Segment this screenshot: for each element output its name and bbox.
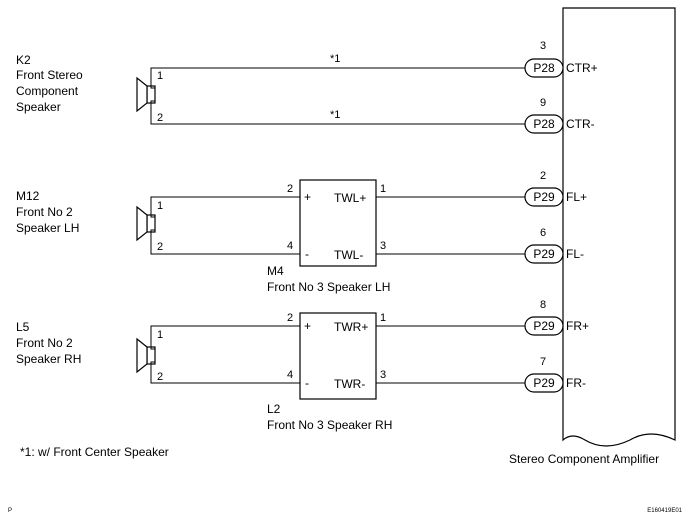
amp-pin-number: 6 [540,227,546,239]
terminal-label: TWL- [334,248,363,262]
connector-ctr-plus [524,58,564,78]
speaker-icon [136,76,156,113]
connector-name: P29 [533,376,555,390]
pin-number: 2 [157,241,163,253]
polarity-minus: - [305,247,309,261]
tweeter-box-rh [299,312,377,400]
pin-number: 2 [287,312,293,324]
amplifier-body [562,7,676,447]
connector-fr-plus [524,316,564,336]
speaker-icon [136,205,156,242]
wire-note: *1 [330,109,340,121]
connector-fr-minus [524,373,564,393]
terminal-label: TWL+ [334,191,366,205]
figure-code: E160419E01 [647,508,682,514]
polarity-minus: - [305,376,309,390]
wire-lh-plus-in [150,196,300,218]
pin-number: 1 [380,183,386,195]
pin-number: 2 [287,183,293,195]
amp-pin-number: 7 [540,356,546,368]
speaker-name: Front No 2 [16,205,73,219]
connector-fl-minus [524,244,564,264]
connector-ctr-minus [524,114,564,134]
wire-rh-minus-in [150,361,300,384]
speaker-id: M12 [16,189,40,203]
pin-number: 3 [380,240,386,252]
connector-name: P29 [533,190,555,204]
connector-fl-plus [524,187,564,207]
amplifier-label: Stereo Component Amplifier [509,452,659,466]
amp-pin-number: 9 [540,97,546,109]
speaker-icon [136,337,156,374]
wire-lh-minus-in [150,229,300,255]
pin-number: 4 [287,240,293,252]
signal-label: CTR+ [566,61,598,75]
pin-number: 2 [157,112,163,124]
wire-ctr-minus [150,100,525,125]
speaker-name: Front Stereo [16,68,83,82]
amp-pin-number: 8 [540,299,546,311]
pin-number: 1 [157,329,163,341]
tweeter-name: Front No 3 Speaker RH [267,418,392,432]
corner-label-left: P [8,508,12,514]
amp-pin-number: 2 [540,170,546,182]
signal-label: FL- [566,247,584,261]
speaker-name: Component [16,84,79,98]
speaker-name: Speaker [16,100,61,114]
wire-rh-plus-in [150,325,300,350]
speaker-id: L5 [16,320,30,334]
pin-number: 1 [157,200,163,212]
polarity-plus: + [304,190,311,204]
amp-pin-number: 3 [540,40,546,52]
speaker-name: Front No 2 [16,336,73,350]
pin-number: 2 [157,371,163,383]
tweeter-name: Front No 3 Speaker LH [267,280,390,294]
signal-label: CTR- [566,117,595,131]
tweeter-id: M4 [267,264,284,278]
terminal-label: TWR- [334,377,365,391]
wire-note: *1 [330,53,340,65]
signal-label: FL+ [566,190,587,204]
pin-number: 1 [157,70,163,82]
pin-number: 1 [380,312,386,324]
pin-number: 3 [380,369,386,381]
tweeter-box-lh [299,179,377,267]
connector-name: P28 [533,117,555,131]
signal-label: FR+ [566,319,589,333]
speaker-name: Speaker RH [16,352,81,366]
speaker-name: Speaker LH [16,221,79,235]
tweeter-id: L2 [267,402,281,416]
connector-name: P29 [533,319,555,333]
speaker-id: K2 [16,53,31,67]
connector-name: P29 [533,247,555,261]
polarity-plus: + [304,319,311,333]
pin-number: 4 [287,369,293,381]
terminal-label: TWR+ [334,320,368,334]
footnote: *1: w/ Front Center Speaker [20,445,169,459]
connector-name: P28 [533,61,555,75]
signal-label: FR- [566,376,586,390]
wire-ctr-plus [150,67,525,89]
